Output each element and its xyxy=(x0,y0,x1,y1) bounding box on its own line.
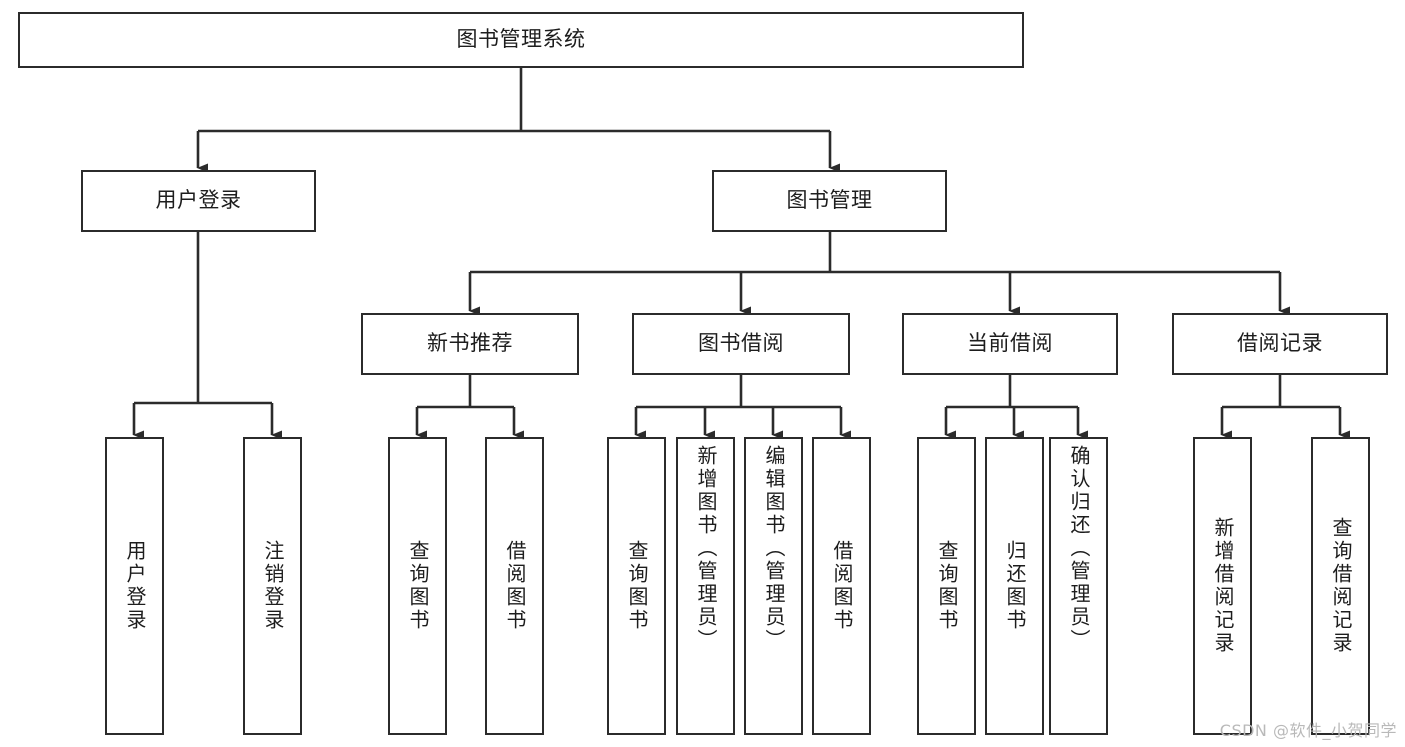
node-leaf-edit-book-label: 编辑图书（管理员） xyxy=(762,445,786,652)
node-leaf-add-book-label: 新增图书（管理员） xyxy=(694,445,718,652)
node-leaf-query-book-2-label: 查询图书 xyxy=(625,540,649,632)
node-book-management-label: 图书管理 xyxy=(786,188,873,213)
node-leaf-query-book-1[interactable]: 查询图书 xyxy=(388,437,447,735)
node-leaf-user-logout-label: 注销登录 xyxy=(261,540,285,632)
node-book-management[interactable]: 图书管理 xyxy=(712,170,947,232)
node-borrow-record-label: 借阅记录 xyxy=(1237,331,1323,356)
node-leaf-query-record[interactable]: 查询借阅记录 xyxy=(1311,437,1370,735)
node-book-borrow-label: 图书借阅 xyxy=(698,331,784,356)
node-leaf-edit-book[interactable]: 编辑图书（管理员） xyxy=(744,437,803,735)
node-new-book-recommend-label: 新书推荐 xyxy=(427,331,513,356)
node-root-label: 图书管理系统 xyxy=(456,27,586,52)
node-book-borrow[interactable]: 图书借阅 xyxy=(632,313,850,375)
node-leaf-confirm-return-label: 确认归还（管理员） xyxy=(1067,445,1091,652)
node-leaf-query-book-3[interactable]: 查询图书 xyxy=(917,437,976,735)
node-root[interactable]: 图书管理系统 xyxy=(18,12,1024,68)
node-leaf-borrow-book-2-label: 借阅图书 xyxy=(830,540,854,632)
node-new-book-recommend[interactable]: 新书推荐 xyxy=(361,313,579,375)
node-leaf-borrow-book-1-label: 借阅图书 xyxy=(503,540,527,632)
node-current-borrow-label: 当前借阅 xyxy=(967,331,1053,356)
node-leaf-add-book[interactable]: 新增图书（管理员） xyxy=(676,437,735,735)
node-leaf-return-book-label: 归还图书 xyxy=(1003,540,1027,632)
node-leaf-user-logout[interactable]: 注销登录 xyxy=(243,437,302,735)
node-leaf-return-book[interactable]: 归还图书 xyxy=(985,437,1044,735)
node-leaf-query-book-1-label: 查询图书 xyxy=(406,540,430,632)
node-borrow-record[interactable]: 借阅记录 xyxy=(1172,313,1388,375)
node-leaf-query-record-label: 查询借阅记录 xyxy=(1329,517,1353,655)
node-leaf-borrow-book-1[interactable]: 借阅图书 xyxy=(485,437,544,735)
node-leaf-add-record[interactable]: 新增借阅记录 xyxy=(1193,437,1252,735)
node-leaf-user-login-label: 用户登录 xyxy=(123,540,147,632)
node-current-borrow[interactable]: 当前借阅 xyxy=(902,313,1118,375)
node-leaf-borrow-book-2[interactable]: 借阅图书 xyxy=(812,437,871,735)
node-leaf-add-record-label: 新增借阅记录 xyxy=(1211,517,1235,655)
node-user-login-label: 用户登录 xyxy=(155,188,242,213)
node-leaf-confirm-return[interactable]: 确认归还（管理员） xyxy=(1049,437,1108,735)
node-leaf-query-book-2[interactable]: 查询图书 xyxy=(607,437,666,735)
node-leaf-user-login[interactable]: 用户登录 xyxy=(105,437,164,735)
node-user-login[interactable]: 用户登录 xyxy=(81,170,316,232)
node-leaf-query-book-3-label: 查询图书 xyxy=(935,540,959,632)
